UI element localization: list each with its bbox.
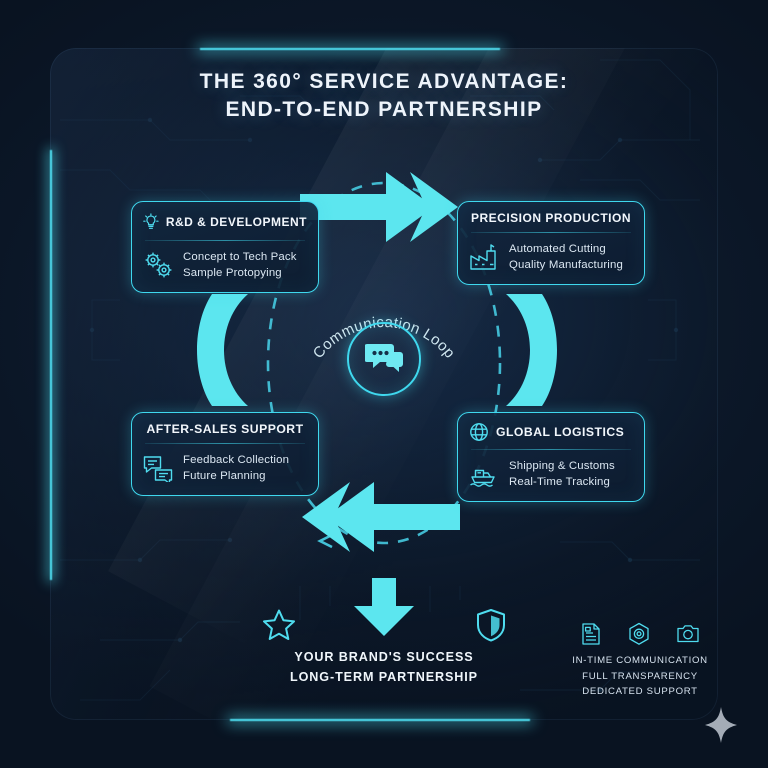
globe-icon — [470, 423, 488, 441]
footer-line-1: IN-TIME COMMUNICATION — [572, 655, 708, 666]
card-title: R&D & DEVELOPMENT — [165, 215, 307, 229]
card-line-1: Shipping & Customs — [509, 460, 615, 472]
chat-bubbles-icon — [143, 456, 173, 483]
card-lines: Feedback Collection Future Planning — [183, 452, 289, 484]
card-lines: Concept to Tech Pack Sample Protopying — [183, 249, 297, 281]
card-after-sales-support[interactable]: AFTER-SALES SUPPORT Feedback Collection … — [131, 412, 319, 497]
card-divider — [471, 449, 631, 450]
card-line-2: Future Planning — [183, 470, 266, 483]
card-lines: Shipping & Customs Real-Time Tracking — [509, 458, 615, 490]
card-title: GLOBAL LOGISTICS — [496, 425, 625, 439]
star-icon — [263, 609, 295, 640]
card-line-1: Automated Cutting — [509, 243, 606, 255]
card-line-2: Quality Manufacturing — [509, 259, 623, 272]
outcome-line-2: LONG-TERM PARTNERSHIP — [290, 669, 478, 684]
card-global-logistics[interactable]: GLOBAL LOGISTICS Shipping & Customs Real… — [457, 412, 645, 503]
card-lines: Automated Cutting Quality Manufacturing — [509, 241, 623, 273]
card-body: Concept to Tech Pack Sample Protopying — [143, 249, 307, 281]
card-precision-production[interactable]: PRECISION PRODUCTION Automated Cutting Q… — [457, 201, 645, 286]
card-divider — [145, 240, 305, 241]
card-header: GLOBAL LOGISTICS — [469, 422, 633, 449]
card-body: Automated Cutting Quality Manufacturing — [469, 241, 633, 273]
card-body: Feedback Collection Future Planning — [143, 452, 307, 484]
card-rd-development[interactable]: R&D & DEVELOPMENT Concept to Tech Pack S… — [131, 201, 319, 294]
factory-icon — [470, 244, 496, 270]
sparkle-icon — [705, 707, 737, 743]
card-title: AFTER-SALES SUPPORT — [146, 422, 304, 436]
title-line-2: END-TO-END PARTNERSHIP — [225, 97, 543, 121]
outcome-text: YOUR BRAND'S SUCCESS LONG-TERM PARTNERSH… — [0, 648, 768, 687]
card-divider — [471, 232, 631, 233]
lightbulb-icon — [143, 213, 159, 229]
footer-text: IN-TIME COMMUNICATION FULL TRANSPARENCY … — [556, 653, 724, 700]
outcome-icon-row — [0, 608, 768, 642]
card-line-2: Sample Protopying — [183, 267, 282, 280]
footer-icon-row — [556, 622, 724, 646]
document-icon — [582, 623, 600, 645]
card-header: AFTER-SALES SUPPORT — [143, 422, 307, 443]
shield-icon — [477, 609, 505, 642]
footer-badges: IN-TIME COMMUNICATION FULL TRANSPARENCY … — [556, 622, 724, 700]
footer-line-2: FULL TRANSPARENCY — [582, 670, 698, 682]
card-line-1: Concept to Tech Pack — [183, 251, 297, 263]
card-divider — [145, 443, 305, 444]
camera-icon — [677, 625, 699, 643]
footer-line-3: DEDICATED SUPPORT — [582, 686, 698, 698]
card-header: R&D & DEVELOPMENT — [143, 211, 307, 240]
target-hex-icon — [629, 622, 649, 645]
gears-icon — [145, 252, 172, 278]
card-line-1: Feedback Collection — [183, 454, 290, 466]
card-body: Shipping & Customs Real-Time Tracking — [469, 458, 633, 490]
page-title: THE 360° SERVICE ADVANTAGE: END-TO-END P… — [0, 68, 768, 123]
title-line-1: THE 360° SERVICE ADVANTAGE: — [199, 70, 569, 93]
card-line-2: Real-Time Tracking — [509, 476, 611, 489]
ship-icon — [470, 469, 495, 488]
card-header: PRECISION PRODUCTION — [469, 211, 633, 232]
outcome-line-1: YOUR BRAND'S SUCCESS — [294, 650, 474, 664]
card-title: PRECISION PRODUCTION — [470, 211, 631, 225]
